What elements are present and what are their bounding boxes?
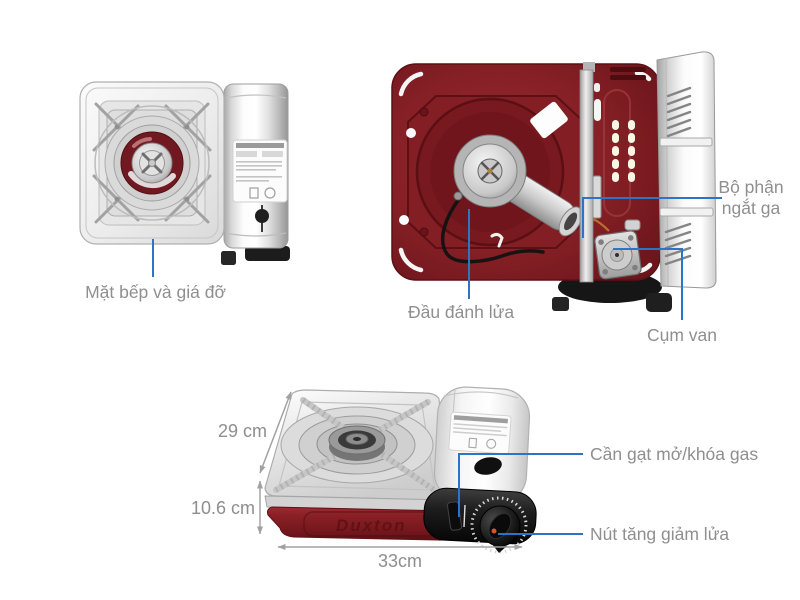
vent-holes (612, 120, 635, 182)
diamond-cutout (530, 101, 568, 139)
height-dimension-label: 10.6 cm (190, 498, 255, 518)
burner-venturi-assembly (453, 134, 583, 237)
open-lid (656, 51, 717, 289)
burner-top (94, 105, 210, 221)
canister-base (245, 246, 290, 261)
leader-valve (613, 248, 683, 320)
top-view-illustration (79, 81, 290, 265)
dimension-arrows (257, 391, 523, 550)
handle-cutout (474, 457, 502, 475)
cooktop-label: Mặt bếp và giá đỡ (85, 282, 226, 302)
leader-gas-cutoff (582, 197, 722, 238)
canister-latch-knob (255, 209, 269, 223)
canister-foot (221, 251, 236, 265)
igniter-label: Đầu đánh lửa (407, 302, 515, 322)
flame-knob-label: Nút tăng giảm lửa (590, 524, 730, 544)
canister-compartment (592, 67, 646, 280)
control-face (423, 487, 537, 545)
gas-cutoff-label: Bộ phận ngắt ga (718, 177, 784, 218)
warning-sticker (232, 139, 288, 203)
side-view-illustration: Duxton (264, 386, 537, 554)
corner-highlights (398, 70, 653, 274)
dial-scale (470, 496, 528, 554)
module-sticker (448, 411, 512, 455)
knob-indicator-dot (491, 528, 497, 534)
depth-dimension-label: 29 cm (217, 421, 267, 441)
leader-gas-lever (458, 453, 583, 517)
lid-vent-slots (664, 86, 692, 266)
burner-head (328, 425, 386, 461)
width-dimension-label: 33cm (377, 551, 422, 571)
depth-arrow (259, 391, 292, 474)
control-module (423, 386, 537, 554)
leader-lines (152, 197, 722, 535)
flame-control-knob[interactable] (479, 505, 521, 553)
valve-label: Cụm van (646, 325, 718, 345)
igniter-electrode (453, 191, 463, 201)
embossed-brand: Duxton (336, 516, 407, 535)
underside-view-illustration (391, 51, 717, 312)
canister-cover (221, 83, 290, 265)
gas-lever-label: Cần gạt mở/khóa gas (590, 444, 759, 464)
wire-clip (490, 232, 504, 248)
valve-assembly (592, 217, 642, 280)
